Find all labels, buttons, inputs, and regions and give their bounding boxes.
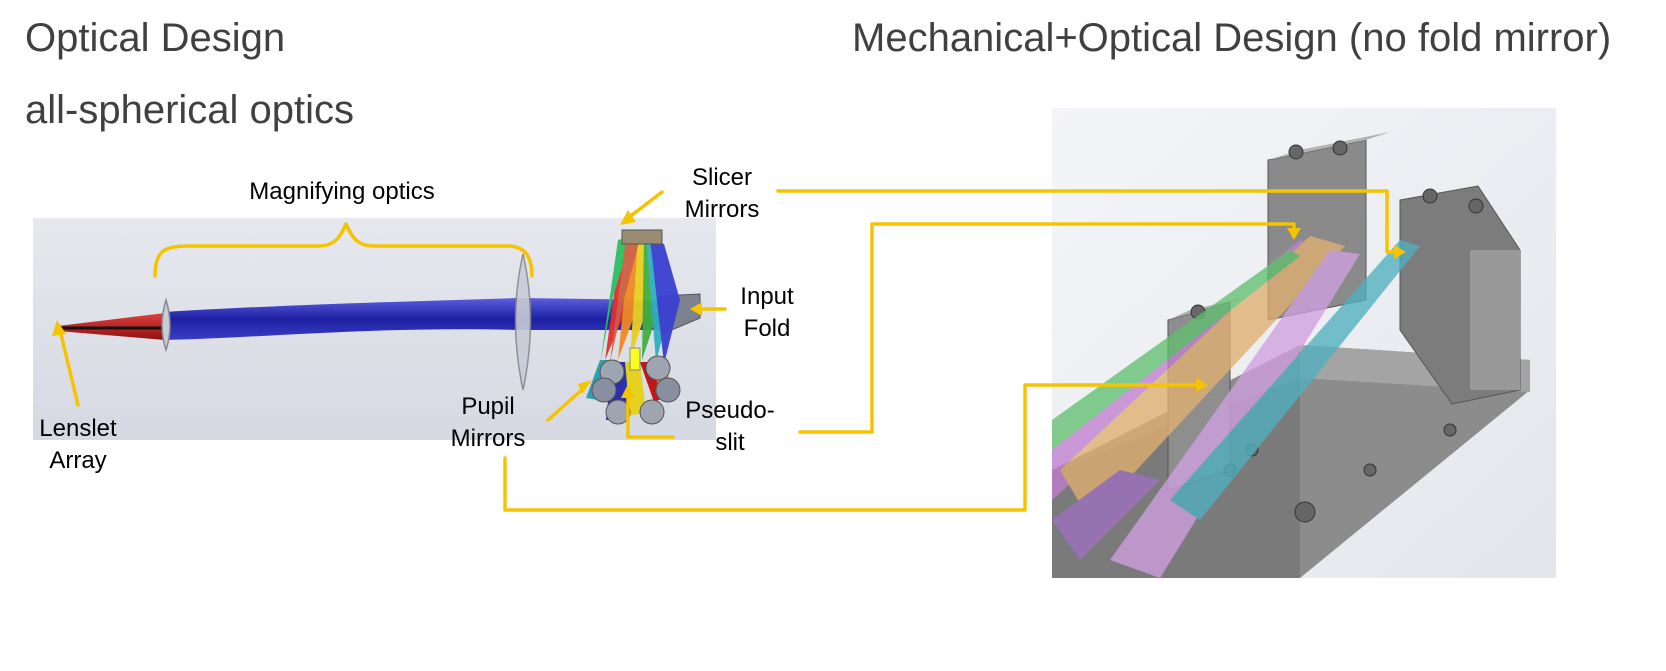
slicer-mirrors-connector (776, 189, 1400, 254)
second-lens-icon (514, 253, 532, 391)
slicer-mirrors-label-line1: Slicer (692, 164, 752, 191)
slicer-mirrors-arrow (626, 190, 664, 220)
lenslet-array-label-line1: Lenslet (39, 415, 117, 442)
slicer-mirror-stack-icon (621, 229, 663, 245)
optical-layout-panel (33, 218, 716, 440)
magnifying-optics-label: Magnifying optics (249, 178, 434, 205)
first-lens-icon (161, 297, 171, 353)
input-fold-label-line2: Fold (744, 315, 791, 342)
pseudo-slit-icon (629, 347, 641, 371)
pseudo-slit-label-line1: Pseudo- (685, 397, 774, 424)
blue-main-beam (165, 298, 660, 340)
pupil-mirrors-connector (503, 383, 1202, 512)
pseudo-slit-arrow (626, 390, 675, 439)
slicer-mirrors-label-line2: Mirrors (685, 196, 760, 223)
mechanical-render-panel (1052, 108, 1556, 578)
pseudo-slit-connector (798, 222, 1296, 434)
magnifying-optics-brace (153, 222, 534, 278)
slicer-beams (600, 236, 680, 365)
pupil-mirrors-arrow (546, 385, 587, 422)
callout-lines (58, 189, 1400, 512)
callout-arrowheads (52, 210, 1406, 398)
mechanical-optical-design-title: Mechanical+Optical Design (no fold mirro… (852, 16, 1612, 60)
input-fold-label-line1: Input (740, 283, 794, 310)
mechanical-beam-bundles (1052, 236, 1420, 578)
pupil-mirror-bundles (586, 347, 681, 425)
lenslet-array-arrow (58, 328, 80, 407)
pseudo-slit-label-line2: slit (715, 429, 745, 456)
all-spherical-optics-subtitle: all-spherical optics (25, 88, 355, 132)
lenslet-array-label-line2: Array (49, 447, 106, 474)
pupil-mirrors-label-line1: Pupil (461, 393, 514, 420)
optical-design-title: Optical Design (25, 16, 286, 60)
pupil-mirrors-label-line2: Mirrors (451, 425, 526, 452)
